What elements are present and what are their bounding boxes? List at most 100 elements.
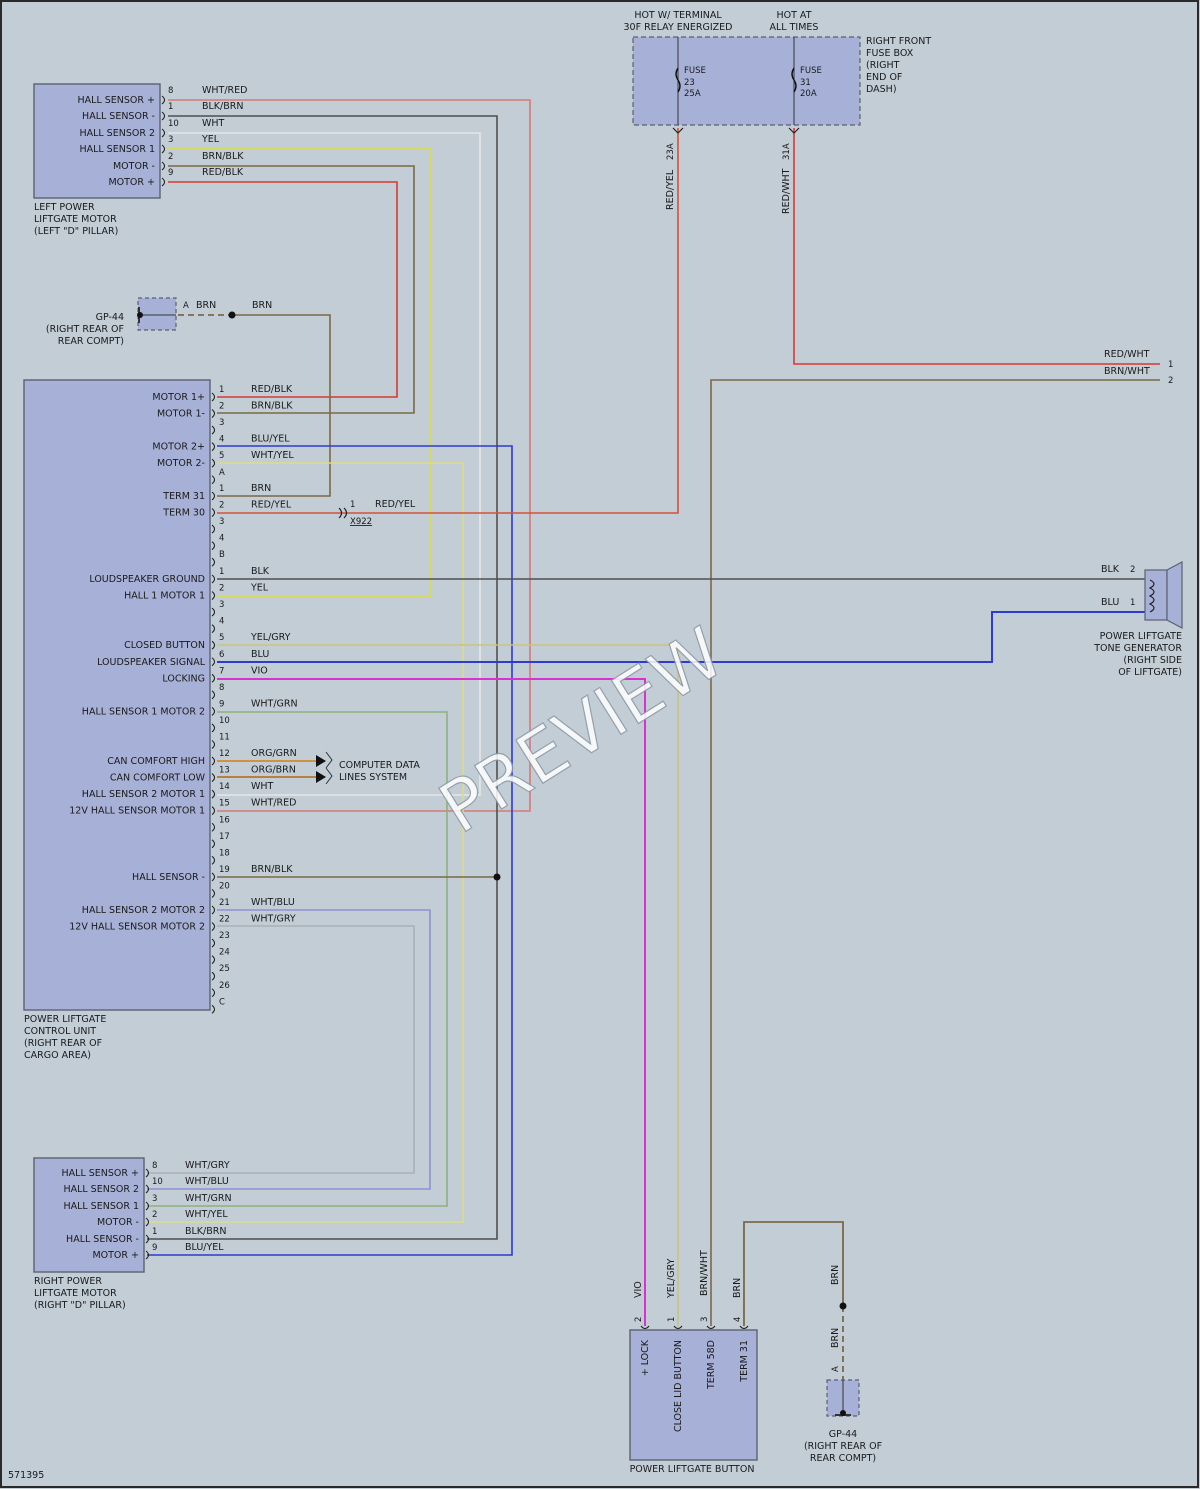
- left-motor-wire-label: BRN/BLK: [202, 151, 244, 162]
- control-unit-pin-number: 22: [219, 915, 230, 925]
- fuse2-line-3: 20A: [800, 89, 817, 99]
- left-motor-pin-number: 8: [168, 86, 173, 96]
- tone-title-1: POWER LIFTGATE: [1100, 631, 1182, 642]
- right-motor-pin-number: 3: [152, 1194, 157, 1204]
- fuse-box-name-3: (RIGHT: [866, 60, 900, 71]
- fuse1-wire-label: RED/YEL: [665, 169, 676, 210]
- wire-motor2-plus: [147, 445, 513, 1256]
- control-unit-terminal: [211, 673, 216, 683]
- control-unit-wire-label: YEL: [250, 583, 269, 594]
- control-unit-terminal: [211, 971, 216, 981]
- control-unit-pin-label: CAN COMFORT HIGH: [107, 756, 205, 767]
- right-front-fuse-box: HOT W/ TERMINAL 30F RELAY ENERGIZED HOT …: [624, 10, 932, 214]
- control-unit-wire-label: RED/YEL: [251, 500, 292, 511]
- can-high-arrow: [316, 755, 326, 767]
- control-unit-pin-number: 2: [219, 584, 224, 594]
- right-motor-terminal: [145, 1217, 150, 1227]
- control-unit-pin-number: 19: [219, 865, 230, 875]
- data-lines-bracket: [325, 751, 333, 785]
- fuse-box-outline: [632, 36, 861, 126]
- control-unit-pin-number: 5: [219, 451, 224, 461]
- control-unit-pin-label: 12V HALL SENSOR MOTOR 2: [69, 922, 205, 933]
- control-unit-pin-number: 18: [219, 848, 230, 858]
- control-unit-terminal: [211, 889, 216, 898]
- left-motor-pin-number: 1: [168, 102, 173, 112]
- ground-gp44-top: A BRN BRN GP-44 (RIGHT REAR OF REAR COMP…: [46, 297, 272, 347]
- ground-top-wire-a: BRN: [196, 300, 216, 311]
- control-unit-pin-number: 2: [219, 501, 224, 511]
- left-motor-pin-label: MOTOR -: [113, 161, 155, 172]
- right-motor-pin-number: 10: [152, 1177, 163, 1187]
- control-unit-pin-number: B: [219, 550, 225, 560]
- left-motor-wire-label: YEL: [201, 134, 220, 145]
- control-unit-wire-label: BLU: [251, 649, 269, 660]
- ground-bottom-loc-1: (RIGHT REAR OF: [804, 1441, 882, 1452]
- control-unit-pin-number: 12: [219, 749, 230, 759]
- ground-bottom-wire-b: BRN: [830, 1328, 841, 1348]
- ground-bottom-name: GP-44: [829, 1429, 857, 1440]
- button-wire-label: BRN/WHT: [699, 1250, 710, 1296]
- wire-left-hall-minus: [147, 115, 498, 1240]
- control-unit-pin-number: 3: [219, 418, 224, 428]
- control-unit-terminal: [211, 425, 216, 435]
- button-wire-label: YEL/GRY: [666, 1258, 677, 1299]
- data-lines-label-1: COMPUTER DATA: [339, 760, 420, 771]
- control-unit-terminal: [211, 657, 216, 667]
- control-unit-title-3: (RIGHT REAR OF: [24, 1038, 102, 1049]
- control-unit-terminal: [211, 988, 216, 998]
- control-unit-pin-label: MOTOR 1+: [152, 392, 205, 403]
- control-unit-pin-number: 23: [219, 931, 230, 941]
- left-motor-title-1: LEFT POWER: [34, 202, 95, 213]
- tone-pin-1: 1: [1130, 598, 1135, 608]
- wire-brn-wht-feed: [710, 379, 1160, 1326]
- tone-generator-box: [1144, 569, 1168, 621]
- control-unit-terminal: [211, 938, 216, 948]
- x922-wire: RED/YEL: [375, 499, 416, 510]
- control-unit-terminal: [211, 557, 216, 567]
- right-motor-pin-label: HALL SENSOR 2: [63, 1184, 139, 1195]
- button-pin-label: + LOCK: [640, 1339, 651, 1376]
- tone-wire-blu: BLU: [1101, 597, 1119, 608]
- tr-pin-1: 1: [1168, 360, 1173, 370]
- right-motor-wire-label: WHT/GRY: [185, 1160, 230, 1171]
- control-unit-terminal: [211, 508, 216, 517]
- left-motor-pin-label: HALL SENSOR -: [82, 111, 155, 122]
- fuse2-line-2: 31: [800, 78, 811, 88]
- right-motor-title-2: LIFTGATE MOTOR: [34, 1288, 117, 1299]
- control-unit-wire-label: WHT/GRN: [251, 698, 298, 709]
- right-motor-wire-label: WHT/BLU: [185, 1176, 229, 1187]
- control-unit-terminal: [211, 955, 216, 965]
- power-liftgate-tone-generator: BLK 2 BLU 1 POWER LIFTGATE TONE GENERATO…: [1093, 561, 1183, 678]
- control-unit-pin-number: 6: [219, 650, 224, 660]
- control-unit-terminal: [211, 624, 216, 634]
- speaker-icon: [1166, 561, 1183, 629]
- ground-bottom-dot: [840, 1410, 846, 1416]
- right-motor-pin-number: 9: [152, 1243, 157, 1253]
- right-motor-pin-label: HALL SENSOR +: [62, 1168, 139, 1179]
- hot-label-2-line-2: ALL TIMES: [770, 22, 819, 33]
- wire-left-hall-plus: [168, 99, 531, 812]
- left-motor-box: [33, 83, 161, 199]
- ground-top-name: GP-44: [96, 312, 124, 323]
- left-motor-pin-label: HALL SENSOR 1: [79, 144, 155, 155]
- right-motor-terminal: [145, 1184, 150, 1194]
- control-unit-wire-label: BLK: [251, 566, 270, 577]
- ground-gp44-bottom: BRN BRN A GP-44 (RIGHT REAR OF REAR COMP…: [804, 1265, 882, 1464]
- fuse-box-name-1: RIGHT FRONT: [866, 36, 931, 47]
- button-pin-label: CLOSE LID BUTTON: [673, 1340, 684, 1432]
- liftgate-button-box: [629, 1329, 758, 1461]
- control-unit-pin-number: 13: [219, 766, 230, 776]
- wire-locking: [217, 678, 646, 1326]
- control-unit-terminal: [211, 789, 216, 799]
- button-terminal: [640, 1325, 650, 1330]
- left-motor-pin-label: HALL SENSOR 2: [79, 128, 155, 139]
- control-unit-pin-number: 1: [219, 484, 224, 494]
- left-motor-wire-label: WHT/RED: [202, 85, 247, 96]
- control-unit-pin-label: 12V HALL SENSOR MOTOR 1: [69, 806, 205, 817]
- control-unit-terminal: [211, 541, 216, 551]
- x922-symbol: [338, 507, 348, 519]
- right-motor-title-1: RIGHT POWER: [34, 1276, 102, 1287]
- button-wire-label: VIO: [633, 1281, 644, 1298]
